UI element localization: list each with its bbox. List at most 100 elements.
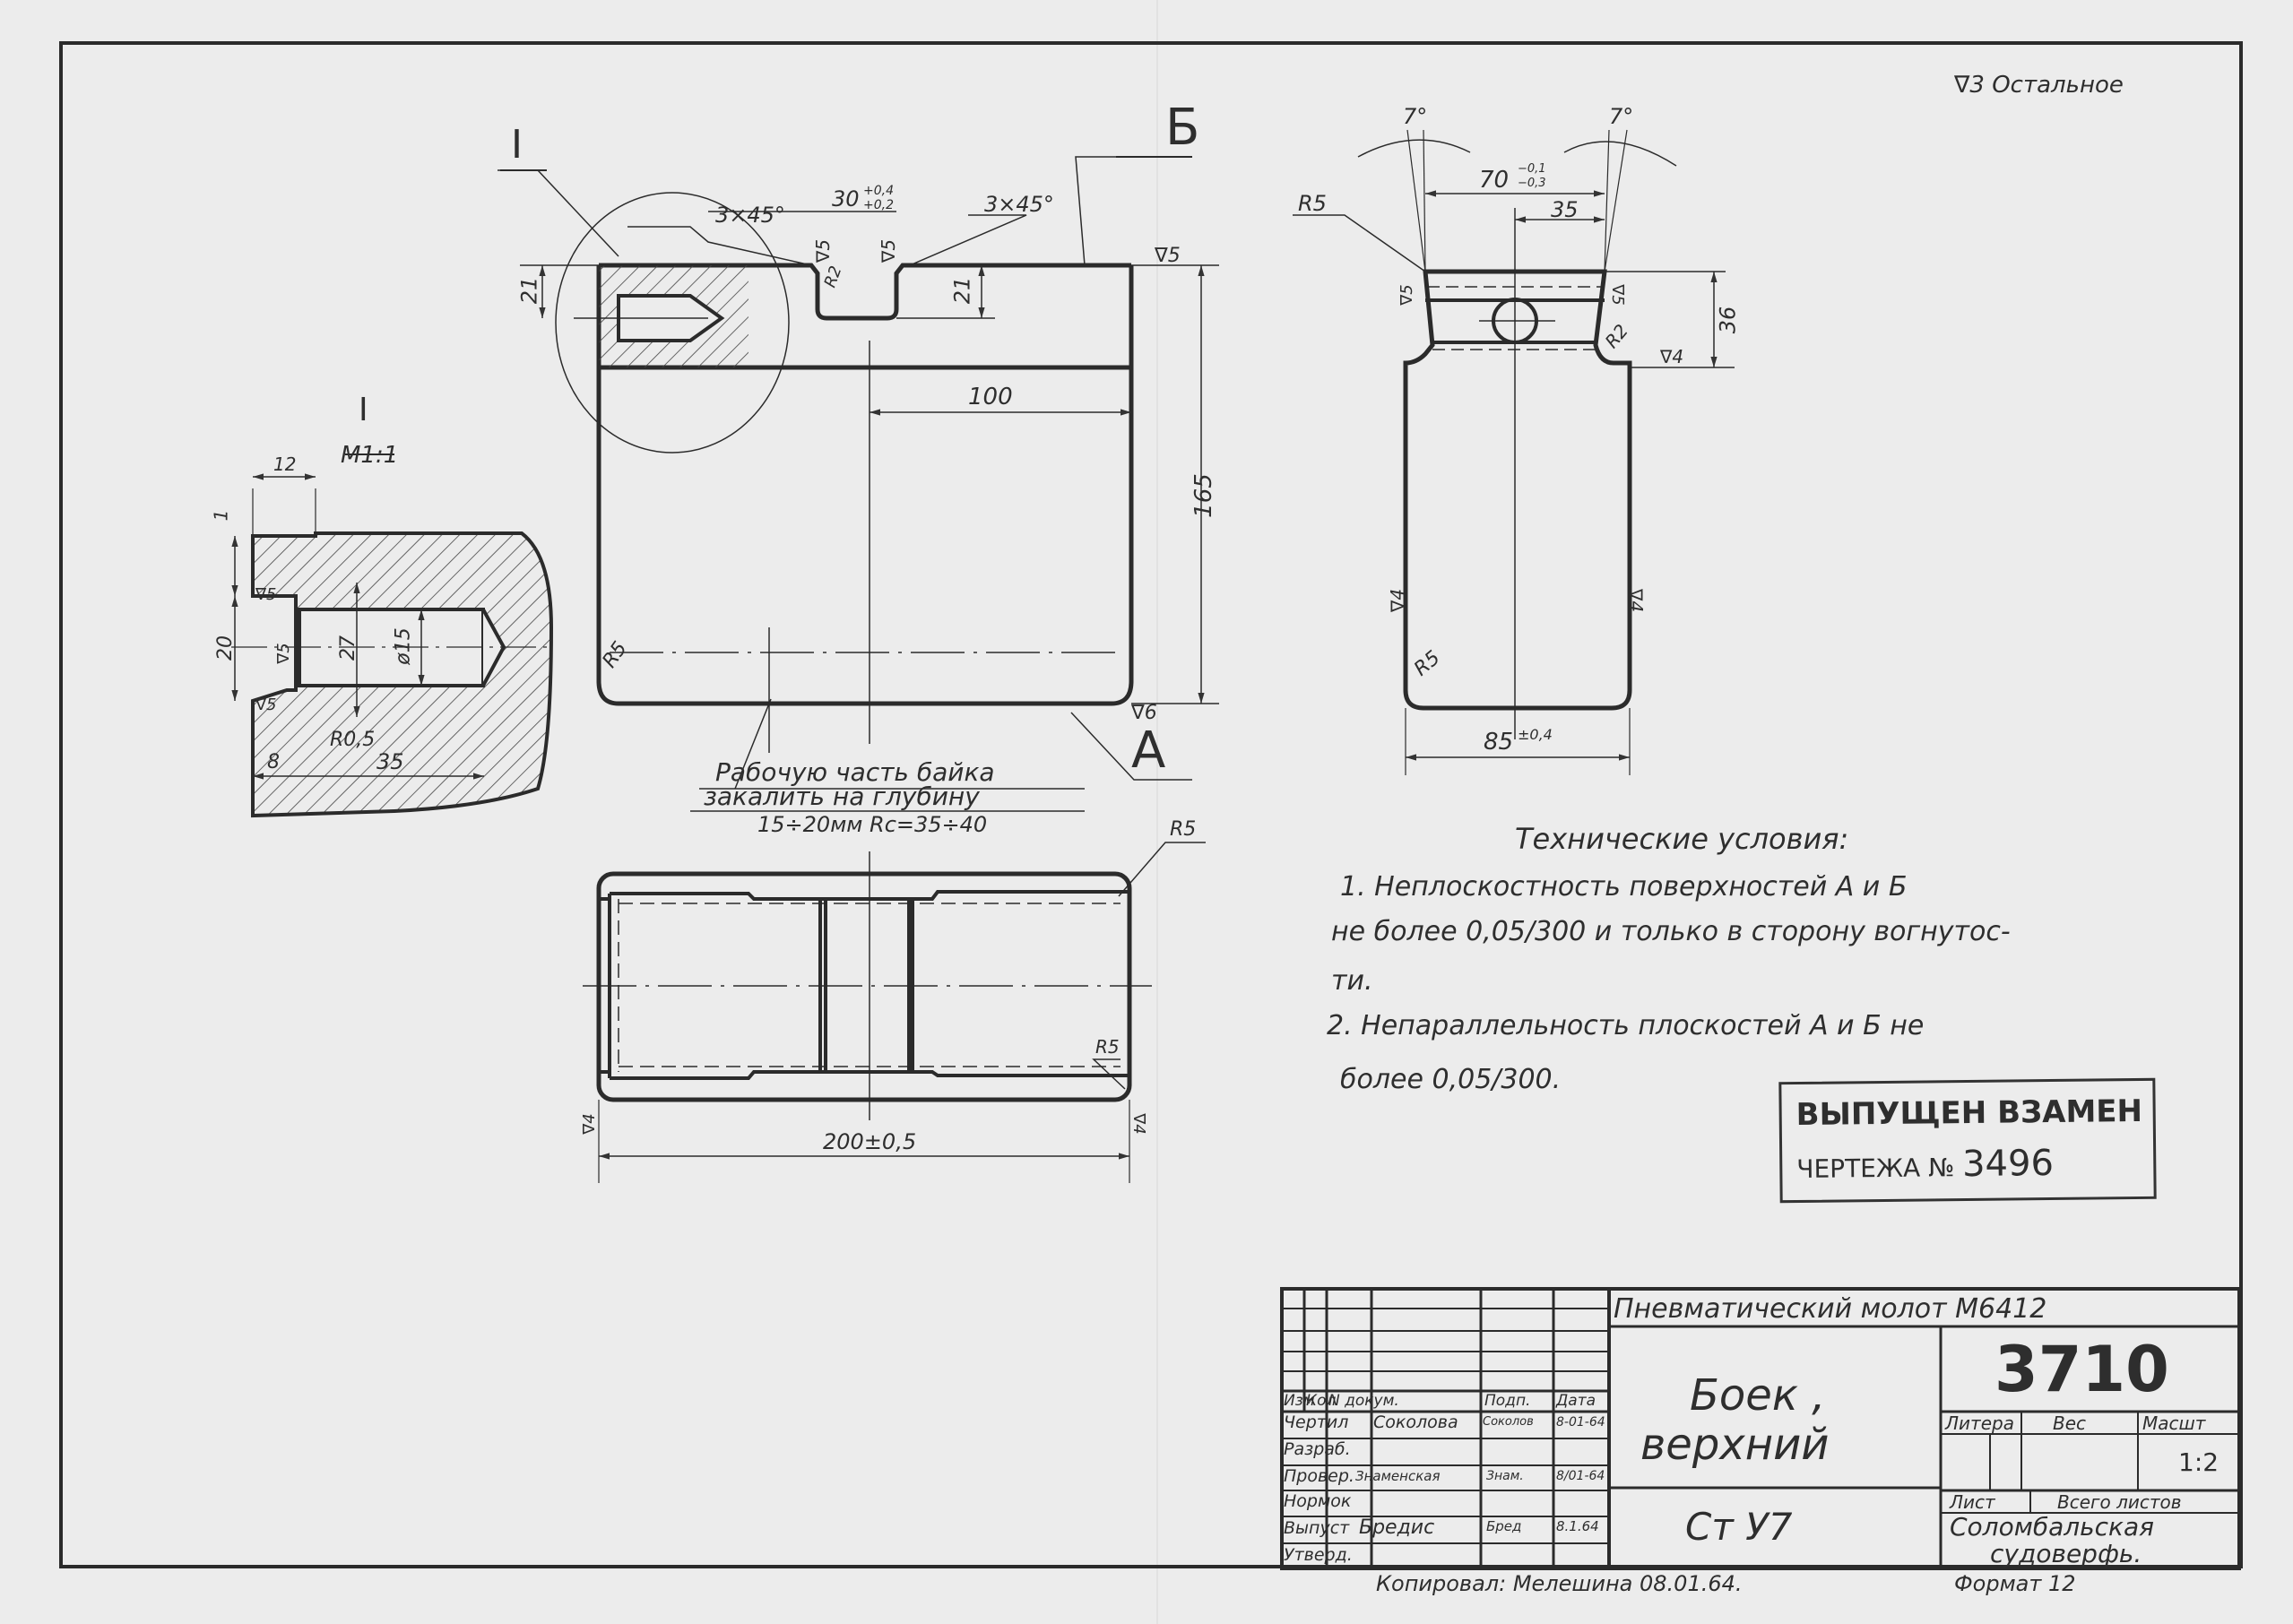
- dim-chamfer-right: 3×45°: [984, 192, 1054, 217]
- dim-plan-roughness-right: ∇4: [1129, 1113, 1148, 1135]
- dim-chamfer-left: 3×45°: [715, 203, 785, 228]
- dim-slot-roughness-left: ∇5: [812, 238, 835, 263]
- tech-condition-line: не более 0,05/300 и только в сторону вог…: [1331, 916, 2011, 947]
- dim-roughness-a: ∇5: [255, 585, 277, 604]
- part-name-line2: верхний: [1640, 1420, 1830, 1470]
- scale-value: 1:2: [2178, 1447, 2219, 1477]
- tech-condition-line: более 0,05/300.: [1340, 1064, 1562, 1095]
- detail-view: [231, 454, 554, 818]
- dim-plan-roughness-left: ∇4: [579, 1113, 599, 1135]
- role-label: Выпуст: [1284, 1518, 1350, 1538]
- role-date: 8-01-64: [1556, 1415, 1605, 1430]
- dim-slot-roughness-right: ∇5: [878, 238, 900, 263]
- role-label: Провер.: [1284, 1466, 1354, 1486]
- role-label: Чертил: [1284, 1412, 1349, 1432]
- role-label: Утверд.: [1284, 1545, 1353, 1565]
- sheet-frame: [59, 41, 2243, 1568]
- dim-depth-27: 27: [337, 635, 359, 661]
- role-sign: Бред: [1486, 1518, 1522, 1534]
- product-name: Пневматический молот М6412: [1614, 1293, 2047, 1325]
- dim-radius-top: R5: [1298, 191, 1327, 216]
- title-block-grid: [1280, 1287, 2241, 1570]
- stamp-line1: ВЫПУЩЕН ВЗАМЕН: [1795, 1093, 2143, 1134]
- dim-side-width: 85: [1484, 729, 1514, 756]
- dim-offset-8: 8: [267, 751, 280, 773]
- total-sheets-label: Всего листов: [2057, 1491, 2182, 1513]
- dim-top-tol-lower: −0,3: [1518, 177, 1546, 190]
- drawing-number: 3710: [1994, 1333, 2169, 1406]
- replacement-stamp: ВЫПУЩЕН ВЗАМЕН ЧЕРТЕЖА № 3496: [1778, 1077, 2157, 1204]
- header-podp: Подп.: [1484, 1392, 1531, 1410]
- dim-dovetail-height: 36: [1715, 306, 1741, 334]
- dim-slot-tol-upper: +0,4: [863, 184, 894, 198]
- role-date: 8.1.64: [1556, 1518, 1599, 1534]
- dim-slot-depth-left: 21: [516, 276, 542, 305]
- role-name: Бредис: [1359, 1516, 1435, 1539]
- header-litera: Литера: [1945, 1412, 2014, 1434]
- dim-depth-35: 35: [376, 749, 404, 774]
- tech-condition-line: 1. Неплоскостность поверхностей А и Б: [1340, 871, 1908, 903]
- dim-roughness-shoulder: ∇4: [1660, 346, 1684, 367]
- dim-fillet: R0,5: [330, 729, 376, 751]
- hardening-note-line2: закалить на глубину: [704, 782, 980, 811]
- role-label: Разраб.: [1284, 1439, 1351, 1459]
- dim-slot-tol-lower: +0,2: [863, 198, 894, 212]
- dim-slot-height: 20: [214, 635, 237, 661]
- front-view: [498, 156, 1219, 812]
- hardening-note-line3: 15÷20мм Rc=35÷40: [757, 812, 988, 837]
- dim-step: 1: [210, 509, 232, 522]
- dim-height: 165: [1190, 473, 1217, 518]
- stamp-line2: ЧЕРТЕЖА № 3496: [1796, 1142, 2139, 1187]
- dim-plan-radius-top: R5: [1170, 818, 1197, 841]
- title-block: Пневматический молот М6412 3710 Боек , в…: [1282, 1289, 2239, 1568]
- material: Ст У7: [1685, 1505, 1793, 1549]
- tech-condition-line: ти.: [1331, 965, 1373, 997]
- dim-roughness-c: ∇5: [255, 695, 277, 714]
- role-name: Знаменская: [1355, 1468, 1441, 1484]
- dim-hole-diameter: ø15: [392, 627, 415, 665]
- header-data: Дата: [1556, 1392, 1596, 1410]
- header-ndokum: N докум.: [1328, 1392, 1399, 1410]
- header-ves: Вес: [2053, 1412, 2087, 1434]
- detail-callout-label: I: [511, 122, 523, 168]
- organization-line2: судоверфь.: [1990, 1539, 2142, 1568]
- dim-top-roughness: ∇5: [1155, 245, 1181, 267]
- detail-title: I: [359, 392, 368, 428]
- organization-line1: Соломбальская: [1950, 1512, 2154, 1542]
- detail-scale: М1:1: [341, 442, 399, 469]
- tech-conditions-title: Технические условия:: [1515, 822, 1849, 856]
- dim-roughness-right-top: ∇5: [1607, 284, 1627, 306]
- role-name: Соколова: [1373, 1412, 1458, 1432]
- role-date: 8/01-64: [1556, 1469, 1605, 1483]
- dim-half-width: 35: [1551, 197, 1579, 222]
- dim-plan-radius-bottom: R5: [1095, 1036, 1120, 1058]
- tech-condition-line: 2. Непараллельность плоскостей А и Б не: [1327, 1010, 1925, 1041]
- format-label: Формат 12: [1954, 1571, 2076, 1596]
- dim-angle-right: 7°: [1609, 104, 1634, 129]
- dim-roughness-left: ∇4: [1387, 588, 1409, 613]
- dim-roughness-left-top: ∇5: [1397, 284, 1416, 306]
- surface-a-label: А: [1131, 721, 1166, 780]
- hardening-note-line1: Рабочую часть байка: [715, 757, 995, 787]
- role-sign: Знам.: [1486, 1469, 1524, 1483]
- part-name-line1: Боек ,: [1690, 1370, 1826, 1421]
- dim-side-width-tol: ±0,4: [1518, 726, 1553, 743]
- dim-roughness-b: ∇5: [273, 643, 293, 664]
- plan-view: [583, 842, 1206, 1183]
- dim-top-width: 70: [1479, 167, 1510, 194]
- role-sign: Соколов: [1483, 1415, 1534, 1429]
- dim-plan-length: 200±0,5: [823, 1129, 917, 1154]
- side-view: [1293, 129, 1735, 775]
- roughness-note: ∇3 Остальное: [1954, 72, 2124, 99]
- role-label: Нормок: [1284, 1491, 1352, 1511]
- header-masshtab: Масшт: [2142, 1412, 2206, 1434]
- header-izm: Изм: [1284, 1392, 1315, 1410]
- dim-width-top: 12: [273, 454, 297, 475]
- paper-fold: [1156, 0, 1158, 1624]
- dim-slot-depth-right: 21: [949, 276, 975, 305]
- dim-top-tol-upper: −0,1: [1518, 162, 1546, 176]
- copied-by: Копировал: Мелешина 08.01.64.: [1376, 1571, 1743, 1596]
- sheet-label: Лист: [1950, 1491, 1995, 1513]
- dim-roughness-right: ∇4: [1625, 588, 1648, 613]
